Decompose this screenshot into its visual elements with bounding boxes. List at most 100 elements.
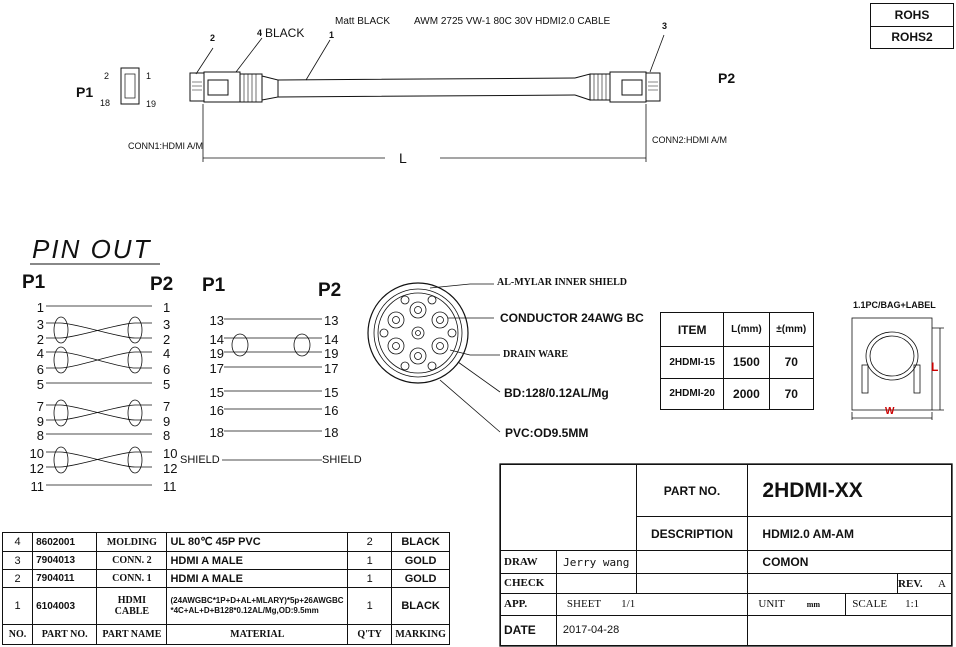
conductor-label: CONDUCTOR 24AWG BC (500, 311, 644, 325)
bom-header: PART NO. (32, 623, 98, 646)
pin-number: 13 (209, 313, 224, 328)
pin-number: 6 (163, 362, 171, 377)
pin-number: 1 (163, 300, 171, 315)
bom-header: Q'TY (347, 623, 393, 646)
date-value: 2017-04-28 (555, 614, 749, 647)
bom-marking: BLACK (391, 531, 450, 553)
pinout-p1-left: P1 (22, 272, 46, 293)
bom-qty: 1 (347, 569, 393, 589)
pin-number: 5 (163, 377, 171, 392)
pin-number: 9 (36, 414, 44, 429)
pin-number: 15 (209, 385, 224, 400)
pin-number: 2 (163, 332, 171, 347)
pin-number: 7 (163, 399, 171, 414)
bom-no: 1 (1, 587, 34, 625)
item-header: ITEM (659, 312, 725, 347)
drawer-value: Jerry wang (555, 550, 637, 574)
pin-number: 3 (163, 317, 171, 332)
conn-pin-2: 2 (104, 71, 110, 81)
pin-number: 19 (209, 346, 224, 361)
length-cell: 2000 (723, 377, 770, 410)
pinout-title: PIN OUT (32, 234, 152, 264)
pinout-p1-mid: P1 (202, 275, 226, 296)
pin-number: 4 (36, 346, 44, 361)
bom-no: 4 (1, 531, 34, 553)
pin-number: 13 (324, 313, 339, 328)
pin-number: 10 (163, 446, 178, 461)
pin-number: 7 (36, 399, 44, 414)
conn-pin-18: 18 (100, 98, 111, 108)
description-value: HDMI2.0 AM-AM (747, 516, 952, 552)
cable-cross-section (367, 282, 501, 433)
check-blank (555, 572, 637, 594)
bom-header: MARKING (391, 623, 450, 646)
scale-value: 1:1 (905, 598, 920, 611)
awm-spec-label: AWM 2725 VW-1 80C 30V HDMI2.0 CABLE (414, 16, 611, 27)
item-table: ITEM L(mm) ±(mm) 2HDMI-15 1500 70 2HDMI-… (659, 312, 815, 410)
rev-label: REV. (898, 578, 923, 591)
rev-value: A (938, 578, 946, 591)
pin-number: 18 (324, 425, 339, 440)
bom-material: (24AWGBC*1P+D+AL+MLARY)*5p+26AWGBC *4C+A… (166, 587, 349, 625)
pinout-wires-mid (222, 318, 322, 461)
pin-number: 11 (163, 479, 177, 494)
rohs2-label: ROHS2 (870, 25, 954, 49)
pin-number: 9 (163, 414, 171, 429)
unit-value: mm (806, 600, 821, 610)
bom-part-name: CONN. 1 (96, 569, 168, 589)
pin-number: 8 (36, 428, 44, 443)
item-cell: 2HDMI-20 (659, 377, 725, 410)
bom-marking: GOLD (391, 551, 450, 571)
rev-cell: REV. A (897, 572, 952, 594)
bom-qty: 1 (347, 587, 393, 625)
check-label: CHECK (500, 572, 557, 594)
drain-label: DRAIN WARE (503, 349, 569, 360)
bom-part-name: CONN. 2 (96, 551, 168, 571)
pin-number: 14 (209, 332, 224, 347)
length-cell: 1500 (723, 346, 770, 379)
pin-number: 17 (324, 361, 339, 376)
part-no-label: PART NO. (635, 463, 749, 518)
packing-w-label: W (885, 406, 895, 417)
pin-number: 5 (36, 377, 44, 392)
bom-part-no: 7904011 (32, 569, 98, 589)
scale-cell: SCALE 1:1 (845, 592, 952, 616)
pin-number: 18 (209, 425, 224, 440)
pinout-wires-left (46, 305, 152, 486)
bom-part-name: MOLDING (96, 531, 168, 553)
pin-number: 10 (29, 446, 44, 461)
bom-marking: BLACK (391, 587, 450, 625)
rohs-table: ROHS ROHS2 (870, 3, 954, 49)
pin-number: 17 (209, 361, 224, 376)
pin-number: 6 (36, 362, 44, 377)
tolerance-cell: 70 (768, 377, 815, 410)
pin-number: 3 (36, 317, 44, 332)
pin-number: 1 (36, 300, 44, 315)
scale-label: SCALE (852, 598, 888, 611)
pvc-label: PVC:OD9.5MM (505, 426, 589, 440)
pin-number: 19 (324, 346, 339, 361)
callout-4: 4 (257, 28, 263, 38)
company-value: COMON (747, 550, 952, 574)
part-no-value: 2HDMI-XX (747, 463, 952, 518)
pin-number: 14 (324, 332, 339, 347)
bom-qty: 2 (347, 531, 393, 553)
bd-label: BD:128/0.12AL/Mg (504, 386, 609, 400)
check-blank-2 (635, 572, 749, 594)
shield-label-right: SHIELD (322, 454, 362, 466)
bom-part-no: 6104003 (32, 587, 98, 625)
pin-number: 16 (209, 403, 224, 418)
table-row: 2HDMI-20 2000 70 (659, 377, 815, 410)
tolerance-header: ±(mm) (768, 312, 815, 347)
unit-label: UNIT (758, 598, 785, 611)
packing-drawing (851, 317, 944, 420)
callout-black: BLACK (265, 26, 305, 40)
sheet-label: SHEET (566, 598, 602, 611)
bom-part-name: HDMI CABLE (96, 587, 168, 625)
bom-marking: GOLD (391, 569, 450, 589)
